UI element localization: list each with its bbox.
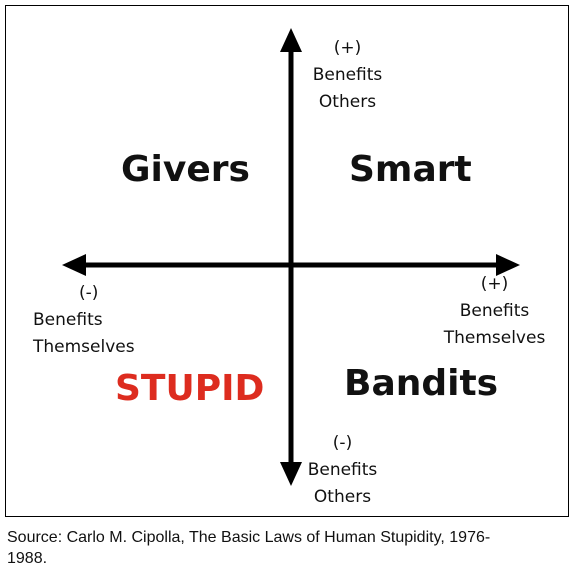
label-top-line1: Benefits — [312, 65, 383, 85]
label-right: (+) Benefits Themselves — [432, 271, 557, 352]
label-right-line1: Benefits — [459, 301, 530, 321]
label-right-line2: Themselves — [443, 328, 546, 348]
quadrant-smart: Smart — [349, 149, 472, 190]
quadrant-stupid: STUPID — [115, 368, 265, 409]
label-left: (-) Benefits Themselves — [33, 280, 135, 361]
arrow-down — [280, 462, 302, 486]
quadrant-bandits: Bandits — [344, 363, 499, 404]
label-bottom-sign: (-) — [332, 433, 353, 453]
arrow-left — [62, 254, 86, 276]
quadrant-givers: Givers — [121, 149, 250, 190]
label-top-line2: Others — [318, 92, 377, 112]
label-top-sign: (+) — [333, 38, 362, 58]
label-top: (+) Benefits Others — [300, 35, 395, 116]
source-caption: Source: Carlo M. Cipolla, The Basic Laws… — [7, 529, 491, 567]
label-bottom-line1: Benefits — [307, 460, 378, 480]
label-left-line2: Themselves — [33, 337, 135, 357]
label-bottom-line2: Others — [313, 487, 372, 507]
label-bottom: (-) Benefits Others — [295, 430, 390, 511]
label-left-line1: Benefits — [33, 310, 103, 330]
diagram-frame — [5, 5, 569, 517]
label-right-sign: (+) — [480, 274, 509, 294]
label-left-sign: (-) — [79, 283, 99, 303]
arrow-up — [280, 28, 302, 52]
arrow-right — [496, 254, 520, 276]
